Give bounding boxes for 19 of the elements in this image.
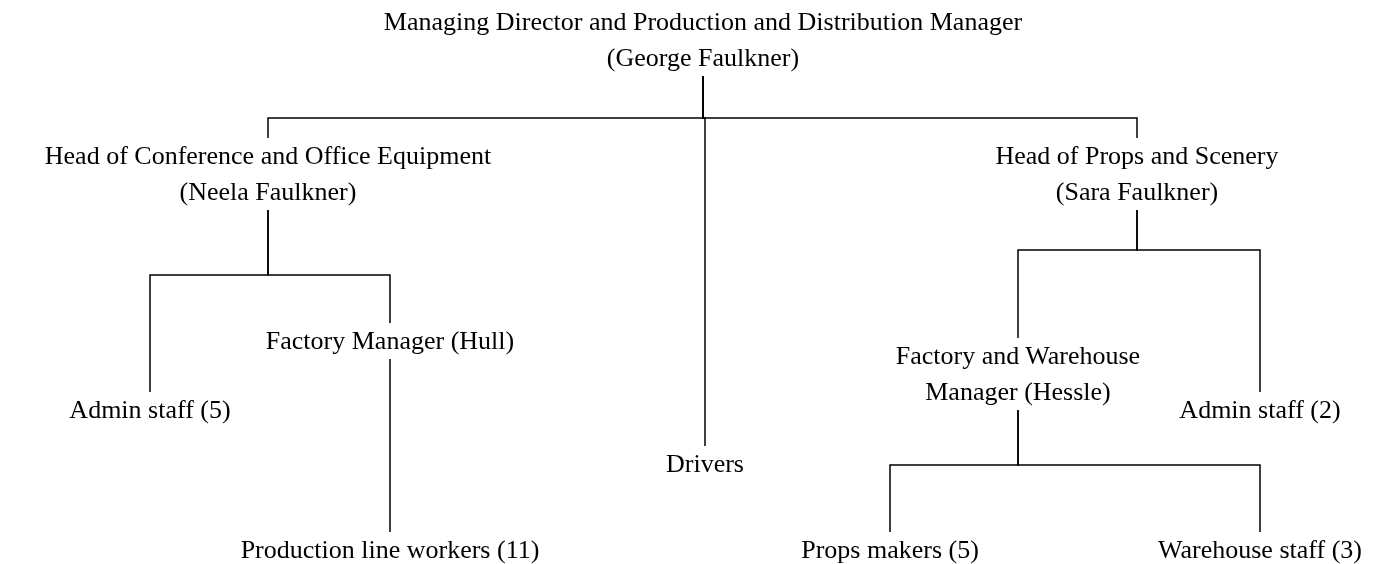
connector-line (702, 75, 1138, 139)
org-chart-label: (George Faulkner) (605, 42, 801, 74)
org-chart-label: Factory Manager (Hull) (265, 325, 515, 357)
org-chart-label: Drivers (666, 448, 744, 480)
org-chart-label: (Sara Faulkner) (1054, 176, 1220, 208)
connector-line (389, 358, 391, 533)
org-chart-label: Head of Props and Scenery (995, 140, 1279, 172)
org-chart-label: Production line workers (11) (240, 534, 540, 564)
org-chart-label: Warehouse staff (3) (1158, 534, 1362, 564)
org-chart-label: (Neela Faulkner) (178, 176, 358, 208)
org-chart-label: Factory and Warehouse Manager (Hessle) (894, 340, 1142, 408)
org-chart-label: Managing Director and Production and Distribution Manager (383, 6, 1023, 38)
connector-line (267, 209, 391, 324)
org-chart-label: Admin staff (2) (1179, 394, 1341, 426)
org-chart-label: Admin staff (5) (69, 394, 231, 426)
org-chart-label: Props makers (5) (801, 534, 979, 564)
org-chart-label: Head of Conference and Office Equipment (44, 140, 492, 172)
connector-line (1136, 209, 1261, 393)
connector-line (1017, 409, 1261, 533)
